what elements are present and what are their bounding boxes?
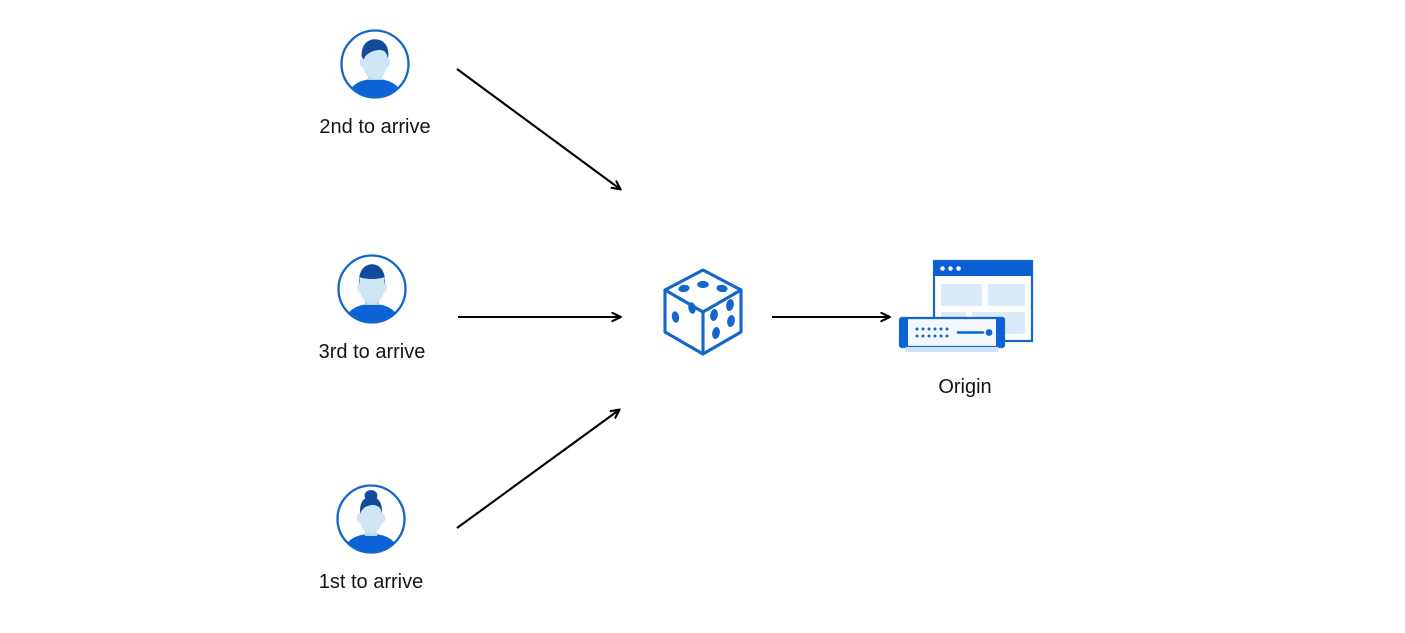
node-label-client-2nd: 2nd to arrive <box>319 116 431 138</box>
node-label-origin: Origin <box>938 376 992 398</box>
node-client-1st: 1st to arrive <box>301 481 441 595</box>
origin-server-icon <box>892 255 1038 360</box>
dice-icon <box>659 266 747 358</box>
node-origin: Origin <box>892 255 1038 400</box>
server-appliance-icon <box>898 316 1006 352</box>
arrow-2nd-to-dice <box>456 68 620 189</box>
arrow-1st-to-dice <box>456 410 619 529</box>
user-avatar-icon <box>337 26 413 102</box>
user-avatar-icon <box>333 481 409 557</box>
node-label-client-3rd: 3rd to arrive <box>318 341 426 363</box>
node-label-client-1st: 1st to arrive <box>318 571 424 593</box>
user-avatar-icon <box>334 251 410 327</box>
node-randomizer <box>655 266 750 370</box>
node-client-3rd: 3rd to arrive <box>302 251 442 365</box>
node-client-2nd: 2nd to arrive <box>305 26 445 140</box>
